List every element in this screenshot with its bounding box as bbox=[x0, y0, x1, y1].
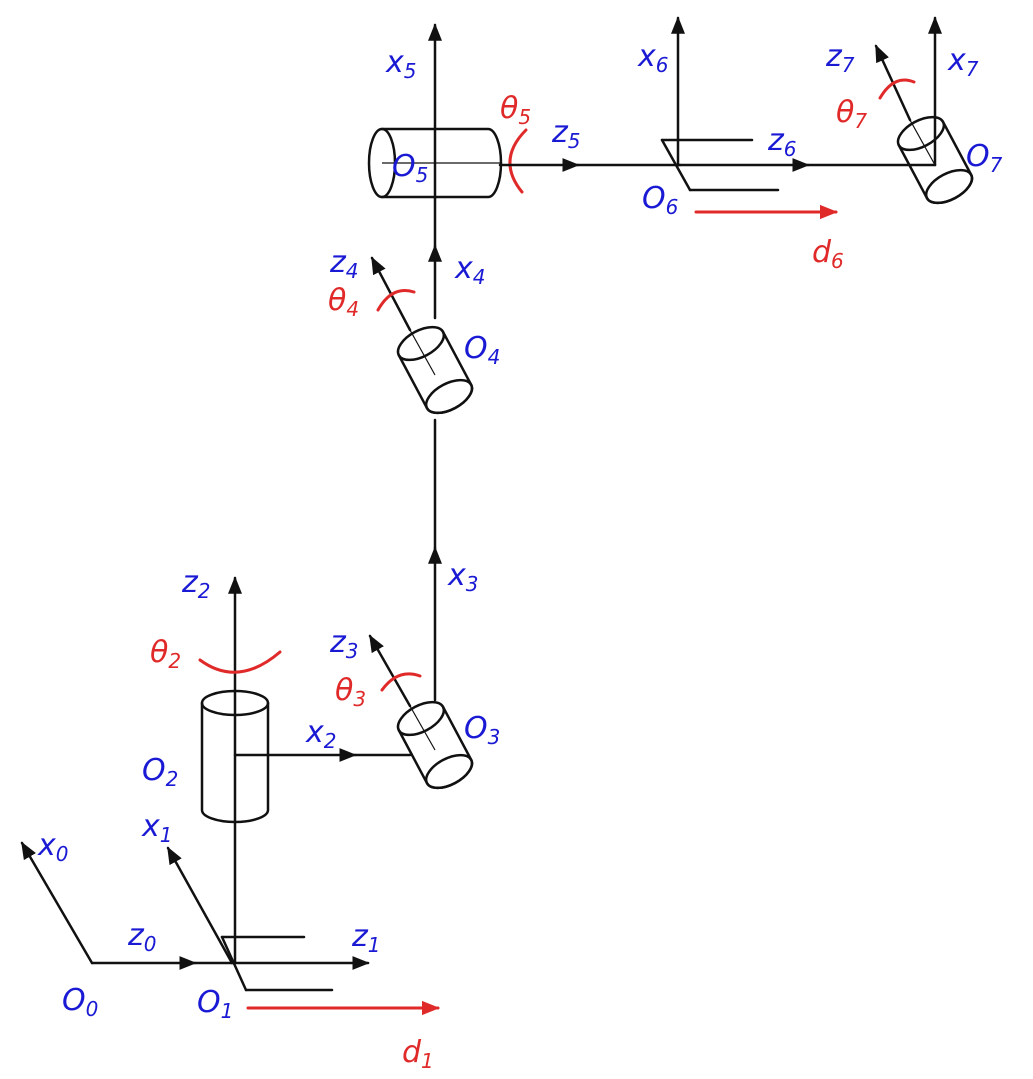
frame-0 bbox=[20, 841, 234, 970]
frame-1 bbox=[166, 846, 440, 1016]
label-o1: O1 bbox=[197, 985, 233, 1023]
z3-axis bbox=[368, 634, 412, 708]
z7-hidden-line bbox=[909, 119, 936, 166]
label-theta7: θ7 bbox=[836, 95, 867, 133]
theta3-arc bbox=[380, 672, 422, 692]
x1-axis bbox=[166, 846, 234, 965]
cylinder-7-face bbox=[924, 168, 974, 205]
joint-4 bbox=[370, 196, 474, 415]
theta7-arc bbox=[878, 78, 916, 100]
label-theta3: θ3 bbox=[335, 673, 366, 711]
theta2-arc bbox=[198, 650, 282, 674]
label-d6: d6 bbox=[812, 235, 844, 273]
label-o6: O6 bbox=[642, 181, 678, 219]
label-x5: x5 bbox=[385, 45, 417, 83]
cylinder-7 bbox=[896, 115, 974, 205]
label-o2: O2 bbox=[142, 753, 178, 791]
label-z0: z0 bbox=[127, 918, 156, 956]
label-o0: O0 bbox=[62, 983, 98, 1021]
label-o5: O5 bbox=[392, 149, 428, 187]
cylinder-4 bbox=[396, 325, 474, 415]
label-x0: x0 bbox=[37, 828, 69, 866]
cylinder-4-face bbox=[424, 378, 474, 415]
label-z6: z6 bbox=[767, 123, 796, 161]
theta5-arc bbox=[508, 128, 528, 194]
label-x2: x2 bbox=[305, 715, 337, 753]
cylinder-7-end bbox=[896, 115, 946, 152]
joint-7 bbox=[874, 16, 974, 205]
label-theta5: θ5 bbox=[500, 91, 531, 129]
label-z4: z4 bbox=[329, 245, 358, 283]
x0-axis bbox=[20, 841, 94, 965]
theta4-arc bbox=[376, 289, 416, 312]
label-o4: O4 bbox=[464, 331, 500, 369]
frame-6 bbox=[660, 16, 937, 220]
cylinder-5-body bbox=[380, 127, 503, 199]
label-o7: O7 bbox=[966, 139, 1003, 177]
label-x7: x7 bbox=[947, 43, 979, 81]
joint-2 bbox=[198, 576, 412, 965]
label-theta4: θ4 bbox=[328, 283, 359, 321]
z3-hidden-line bbox=[409, 705, 436, 751]
label-theta2: θ2 bbox=[150, 635, 181, 673]
joint-3 bbox=[368, 418, 474, 790]
label-o3: O3 bbox=[464, 711, 500, 749]
label-z2: z2 bbox=[181, 565, 210, 603]
joint-5 bbox=[367, 23, 682, 200]
prismatic-6-rail-side bbox=[660, 138, 692, 192]
cylinder-2-body bbox=[200, 701, 270, 824]
label-z7: z7 bbox=[825, 39, 855, 77]
cylinder-2-top bbox=[200, 689, 270, 717]
label-z3: z3 bbox=[329, 625, 358, 663]
label-x6: x6 bbox=[637, 39, 669, 77]
label-z1: z1 bbox=[351, 919, 380, 957]
cylinder-3-face bbox=[424, 753, 474, 790]
label-x3: x3 bbox=[447, 558, 479, 596]
z4-hidden-line bbox=[409, 329, 436, 376]
labels: x0 z0 O0 x1 z1 O1 d1 z2 θ2 x2 O2 z3 θ3 x… bbox=[37, 39, 1003, 1073]
cylinder-3 bbox=[396, 700, 474, 790]
label-x4: x4 bbox=[454, 251, 486, 289]
label-d1: d1 bbox=[402, 1035, 434, 1073]
cylinder-3-end bbox=[396, 700, 446, 737]
label-z5: z5 bbox=[551, 115, 580, 153]
cylinder-4-end bbox=[396, 325, 446, 362]
label-x1: x1 bbox=[141, 809, 173, 847]
